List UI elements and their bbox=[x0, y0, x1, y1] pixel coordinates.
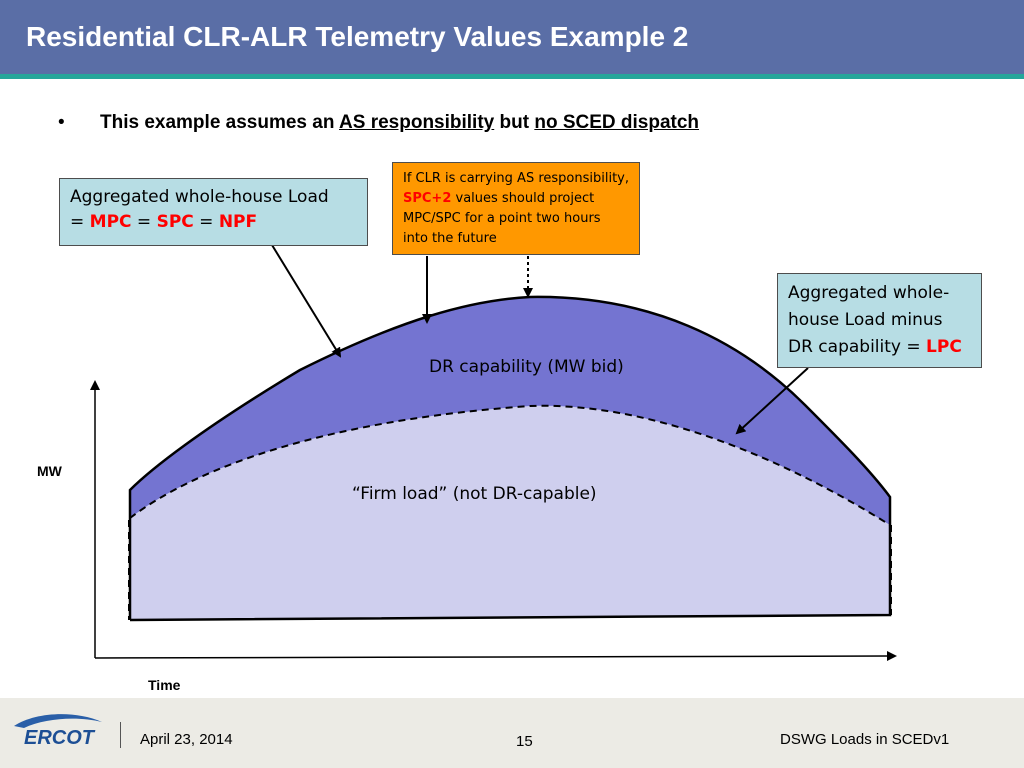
lpc-label: LPC bbox=[926, 337, 962, 357]
bullet-text-mid: but bbox=[494, 112, 535, 133]
header-bar bbox=[0, 0, 1024, 74]
ercot-logo-text: ERCOT bbox=[24, 727, 96, 749]
load-diagram: DR capability (MW bid) “Firm load” (not … bbox=[37, 244, 897, 693]
equals-sign: = bbox=[193, 212, 219, 232]
right-callout-arrow bbox=[735, 367, 809, 435]
x-axis bbox=[94, 651, 897, 662]
mpc-label: MPC bbox=[89, 212, 132, 232]
spc2-label: SPC+2 bbox=[403, 191, 452, 206]
spc2-text-end: values should project MPC/SPC for a poin… bbox=[403, 191, 601, 246]
y-axis-label: MW bbox=[37, 463, 63, 479]
header-accent-stripe bbox=[0, 74, 1024, 79]
bullet-marker: • bbox=[58, 112, 65, 133]
firm-load-label: “Firm load” (not DR-capable) bbox=[352, 484, 597, 504]
firm-load-dashed-curve bbox=[129, 404, 891, 526]
dr-capability-label: DR capability (MW bid) bbox=[429, 357, 624, 377]
spc2-callout: If CLR is carrying AS responsibility, SP… bbox=[392, 162, 640, 255]
lpc-callout: Aggregated whole-house Load minus DR cap… bbox=[777, 273, 982, 368]
x-axis-label: Time bbox=[148, 677, 181, 693]
whole-house-load-callout: Aggregated whole-house Load = MPC = SPC … bbox=[59, 178, 368, 246]
footer-bar bbox=[0, 698, 1024, 768]
bullet-point: • This example assumes an AS responsibili… bbox=[58, 112, 699, 134]
footer-presentation-name: DSWG Loads in SCEDv1 bbox=[780, 731, 950, 748]
lpc-text: Aggregated whole-house Load minus DR cap… bbox=[788, 283, 950, 357]
no-sced-dispatch-text: no SCED dispatch bbox=[534, 112, 700, 133]
left-callout-arrow bbox=[271, 244, 342, 358]
as-responsibility-text: AS responsibility bbox=[339, 112, 495, 133]
spc-label: SPC bbox=[156, 212, 194, 232]
npf-label: NPF bbox=[218, 212, 258, 232]
spc2-text-start: If CLR is carrying AS responsibility, bbox=[403, 171, 629, 186]
page-number: 15 bbox=[516, 733, 533, 750]
slide-title: Residential CLR-ALR Telemetry Values Exa… bbox=[26, 21, 689, 52]
equals-sign: = bbox=[70, 212, 90, 232]
whole-house-load-text: Aggregated whole-house Load bbox=[70, 187, 329, 207]
bullet-text-start: This example assumes an bbox=[100, 112, 340, 133]
equals-sign: = bbox=[131, 212, 157, 232]
ercot-logo: ERCOT bbox=[14, 714, 102, 749]
firm-load-region bbox=[130, 405, 890, 620]
footer-date: April 23, 2014 bbox=[140, 731, 233, 748]
footer-divider bbox=[120, 722, 121, 748]
